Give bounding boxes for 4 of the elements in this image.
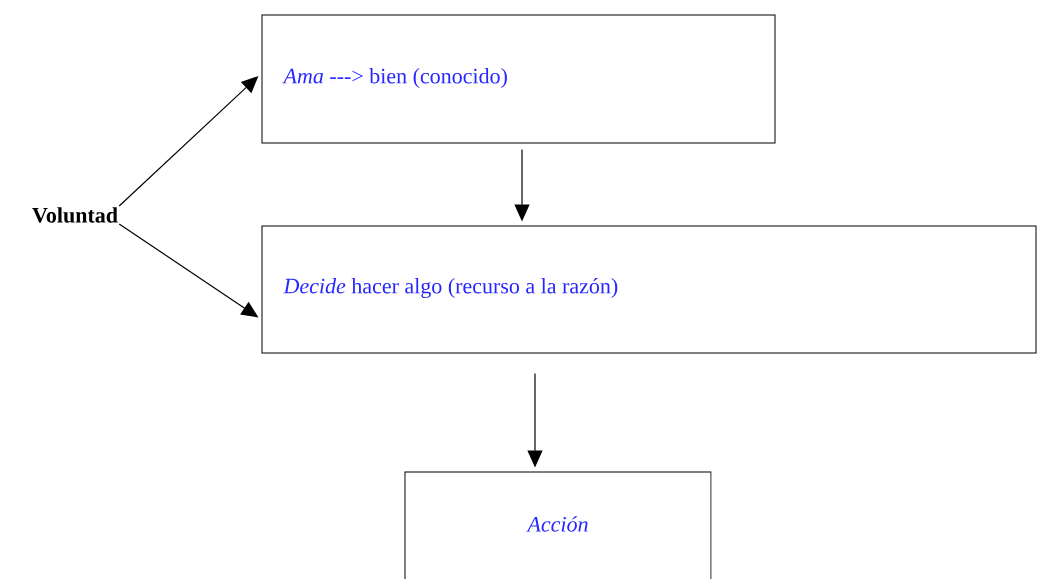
process-box: Decide hacer algo (recurso a la razón) [261, 225, 1037, 354]
bare-label: Voluntad [32, 207, 118, 223]
process-box: Ama ---> bien (conocido) [261, 14, 776, 144]
process-box: Acción [404, 471, 712, 579]
